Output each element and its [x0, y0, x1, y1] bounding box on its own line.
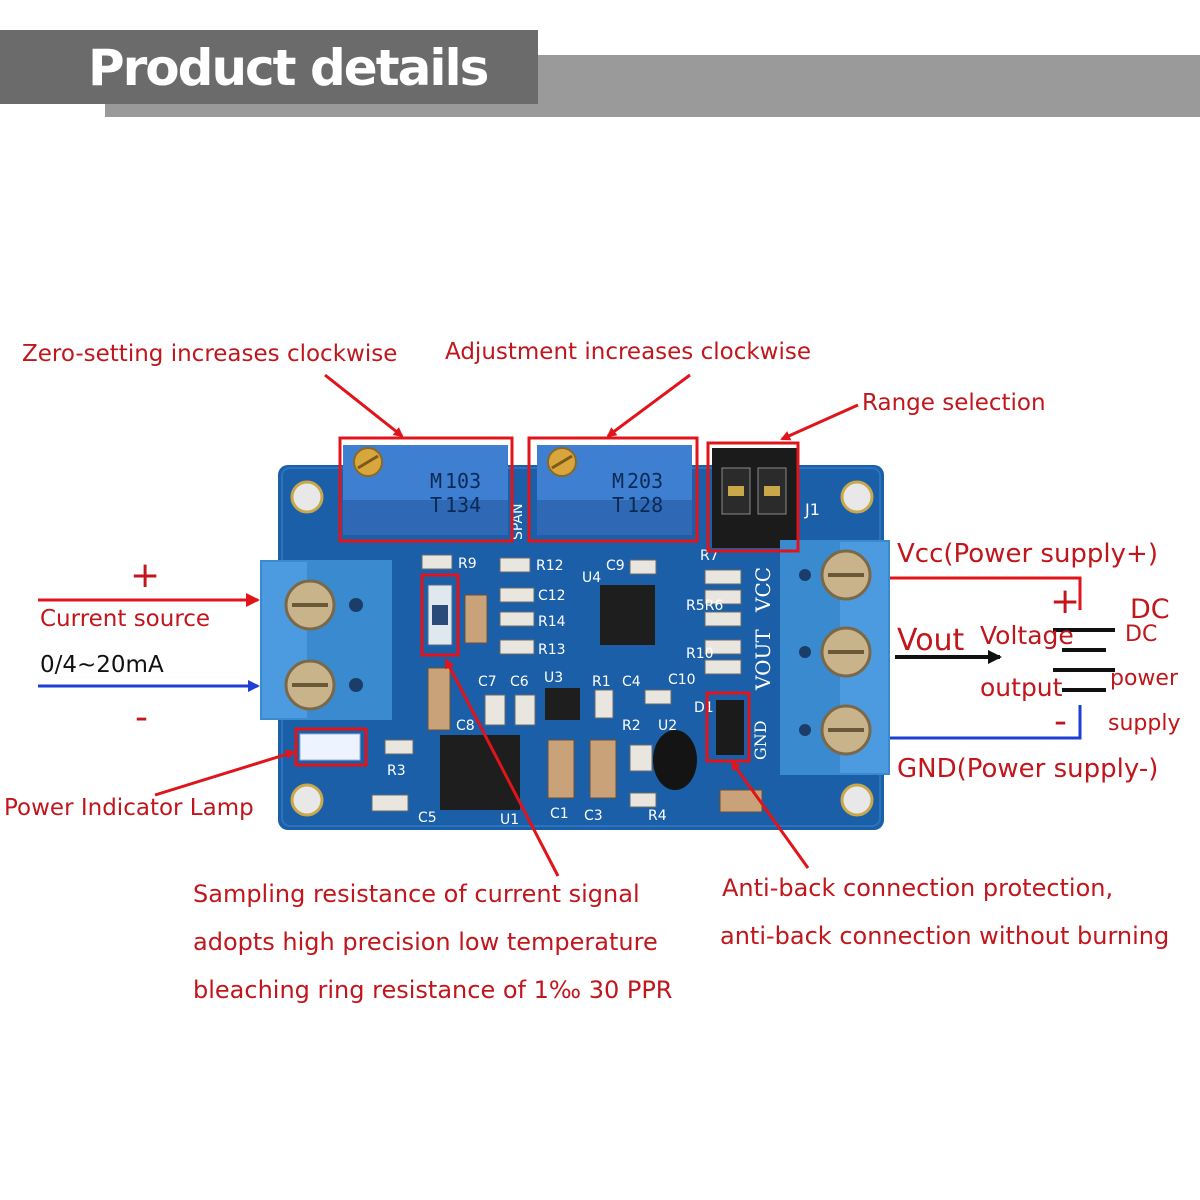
svg-text:C5: C5 — [418, 810, 437, 826]
svg-text:C3: C3 — [584, 808, 603, 824]
svg-text:R5R6: R5R6 — [686, 598, 723, 614]
arrow-lamp-icon — [154, 749, 296, 797]
ic-u1 — [440, 735, 520, 810]
svg-text:U4: U4 — [582, 570, 601, 586]
svg-text:R12: R12 — [536, 558, 564, 574]
arrow-zero-icon — [324, 373, 404, 438]
mount-hole-icon — [840, 480, 874, 514]
svg-text:C9: C9 — [606, 558, 625, 574]
ic-u3 — [545, 688, 580, 720]
capacitor-c8 — [427, 667, 451, 731]
capacitor-c3 — [589, 739, 617, 799]
svg-text:C1: C1 — [550, 806, 569, 822]
header-box — [0, 30, 538, 104]
label-power: power — [1110, 666, 1178, 691]
svg-text:U2: U2 — [658, 718, 677, 734]
svg-text:C6: C6 — [510, 674, 529, 690]
battery-icon — [1053, 628, 1115, 692]
label-current-source: Current source — [40, 606, 211, 632]
label-sampling-2: adopts high precision low temperature — [193, 928, 658, 956]
span-silk: SPAN — [510, 504, 526, 540]
arrow-sampling-icon — [444, 658, 560, 877]
diode-d1 — [716, 700, 744, 755]
svg-text:R4: R4 — [648, 808, 667, 824]
mount-hole-icon — [840, 783, 874, 817]
label-range-selection: Range selection — [862, 390, 1046, 416]
svg-text:103: 103 — [445, 469, 481, 493]
label-vcc: Vcc(Power supply+) — [897, 539, 1158, 569]
label-antiback-1: Anti-back connection protection, — [722, 874, 1114, 902]
svg-text:R10: R10 — [686, 646, 714, 662]
label-vout: Vout — [897, 623, 965, 658]
label-current-range: 0/4~20mA — [40, 652, 164, 678]
svg-text:C4: C4 — [622, 674, 641, 690]
svg-text:R3: R3 — [387, 763, 406, 779]
svg-text:M: M — [430, 469, 442, 493]
svg-text:U3: U3 — [544, 670, 563, 686]
svg-text:R2: R2 — [622, 718, 641, 734]
arrow-adjust-icon — [606, 373, 691, 438]
j1-silk: J1 — [804, 500, 820, 519]
svg-text:VCC: VCC — [751, 567, 775, 613]
svg-text:GND: GND — [751, 720, 770, 760]
vcc-wire — [890, 576, 1082, 610]
svg-text:134: 134 — [445, 493, 481, 517]
power-led — [299, 733, 361, 761]
label-dc-small: DC — [1125, 622, 1158, 647]
svg-text:C8: C8 — [456, 718, 475, 734]
label-antiback-2: anti-back connection without burning — [720, 922, 1170, 950]
label-input-plus: + — [130, 555, 161, 596]
label-supply: supply — [1108, 711, 1181, 736]
ic-u2 — [653, 730, 697, 790]
arrow-range-icon — [780, 403, 859, 441]
range-jumper — [712, 448, 797, 548]
label-adjustment: Adjustment increases clockwise — [445, 339, 812, 365]
label-sampling-1: Sampling resistance of current signal — [193, 880, 640, 908]
ic-u4 — [600, 585, 655, 645]
potentiometer-zero: M 103 T 134 — [343, 445, 508, 535]
potentiometer-span: M 203 T 128 — [537, 445, 692, 535]
label-zero-setting: Zero-setting increases clockwise — [22, 341, 398, 367]
svg-text:R14: R14 — [538, 614, 566, 630]
arrow-antiback-icon — [730, 760, 810, 869]
label-input-minus: - — [135, 697, 148, 738]
svg-text:203: 203 — [627, 469, 663, 493]
gnd-wire — [890, 705, 1082, 740]
label-output: output — [980, 673, 1063, 702]
label-sampling-3: bleaching ring resistance of 1‰ 30 PPR — [193, 976, 673, 1004]
mount-hole-icon — [290, 783, 324, 817]
label-dc-plus: + — [1050, 581, 1081, 622]
input-terminal — [260, 560, 392, 720]
svg-text:VOUT: VOUT — [751, 629, 775, 691]
mount-hole-icon — [290, 480, 324, 514]
svg-text:C12: C12 — [538, 588, 566, 604]
label-power-lamp: Power Indicator Lamp — [4, 795, 254, 821]
page-title: Product details — [88, 39, 489, 97]
output-terminal — [780, 540, 890, 775]
svg-text:R13: R13 — [538, 642, 566, 658]
label-dc-minus: - — [1054, 701, 1067, 742]
svg-text:128: 128 — [627, 493, 663, 517]
svg-text:R1: R1 — [592, 674, 611, 690]
label-gnd: GND(Power supply-) — [897, 754, 1159, 784]
svg-text:C7: C7 — [478, 674, 497, 690]
svg-text:M: M — [612, 469, 624, 493]
svg-text:U1: U1 — [500, 812, 519, 828]
silkscreen-labels: R9 R12 C9 U4 R7 C12 R14 R5R6 R13 R10 U3 … — [387, 548, 723, 828]
svg-text:R9: R9 — [458, 556, 477, 572]
svg-text:T: T — [612, 493, 624, 517]
capacitor-c1 — [547, 739, 575, 799]
label-voltage: Voltage — [980, 621, 1074, 650]
svg-text:T: T — [430, 493, 442, 517]
highlight-boxes — [294, 436, 800, 767]
svg-text:D1: D1 — [694, 700, 714, 716]
svg-text:C10: C10 — [668, 672, 696, 688]
label-dc-big: DC — [1130, 594, 1170, 625]
